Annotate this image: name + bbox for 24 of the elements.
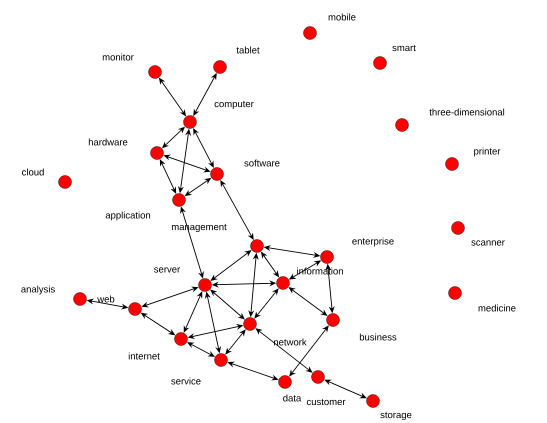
node-label: smart — [392, 44, 416, 52]
node-label: network — [274, 338, 307, 346]
node-label: software — [244, 160, 280, 166]
node-label: medicine — [478, 304, 516, 312]
node-label: tablet — [236, 46, 260, 54]
node-label: server — [154, 267, 180, 273]
node-label: service — [171, 378, 201, 384]
node-label: scanner — [471, 240, 505, 246]
node-label: customer — [306, 398, 346, 406]
node-label: hardware — [88, 138, 128, 146]
node-label: computer — [214, 100, 254, 110]
node-label: cloud — [22, 168, 44, 176]
node-label: analysis — [21, 286, 55, 294]
node-label: printer — [474, 148, 500, 156]
node-label: storage — [380, 412, 412, 420]
node-label: business — [360, 334, 396, 340]
node-label: data — [283, 394, 302, 402]
node-label: mobile — [328, 14, 356, 20]
node-label: monitor — [102, 54, 134, 60]
node-label: internet — [128, 352, 160, 360]
node-label: enterprise — [352, 238, 394, 246]
node-label: three-dimensional — [429, 108, 504, 116]
node-label: web — [97, 296, 114, 302]
node-label: application — [106, 212, 150, 220]
